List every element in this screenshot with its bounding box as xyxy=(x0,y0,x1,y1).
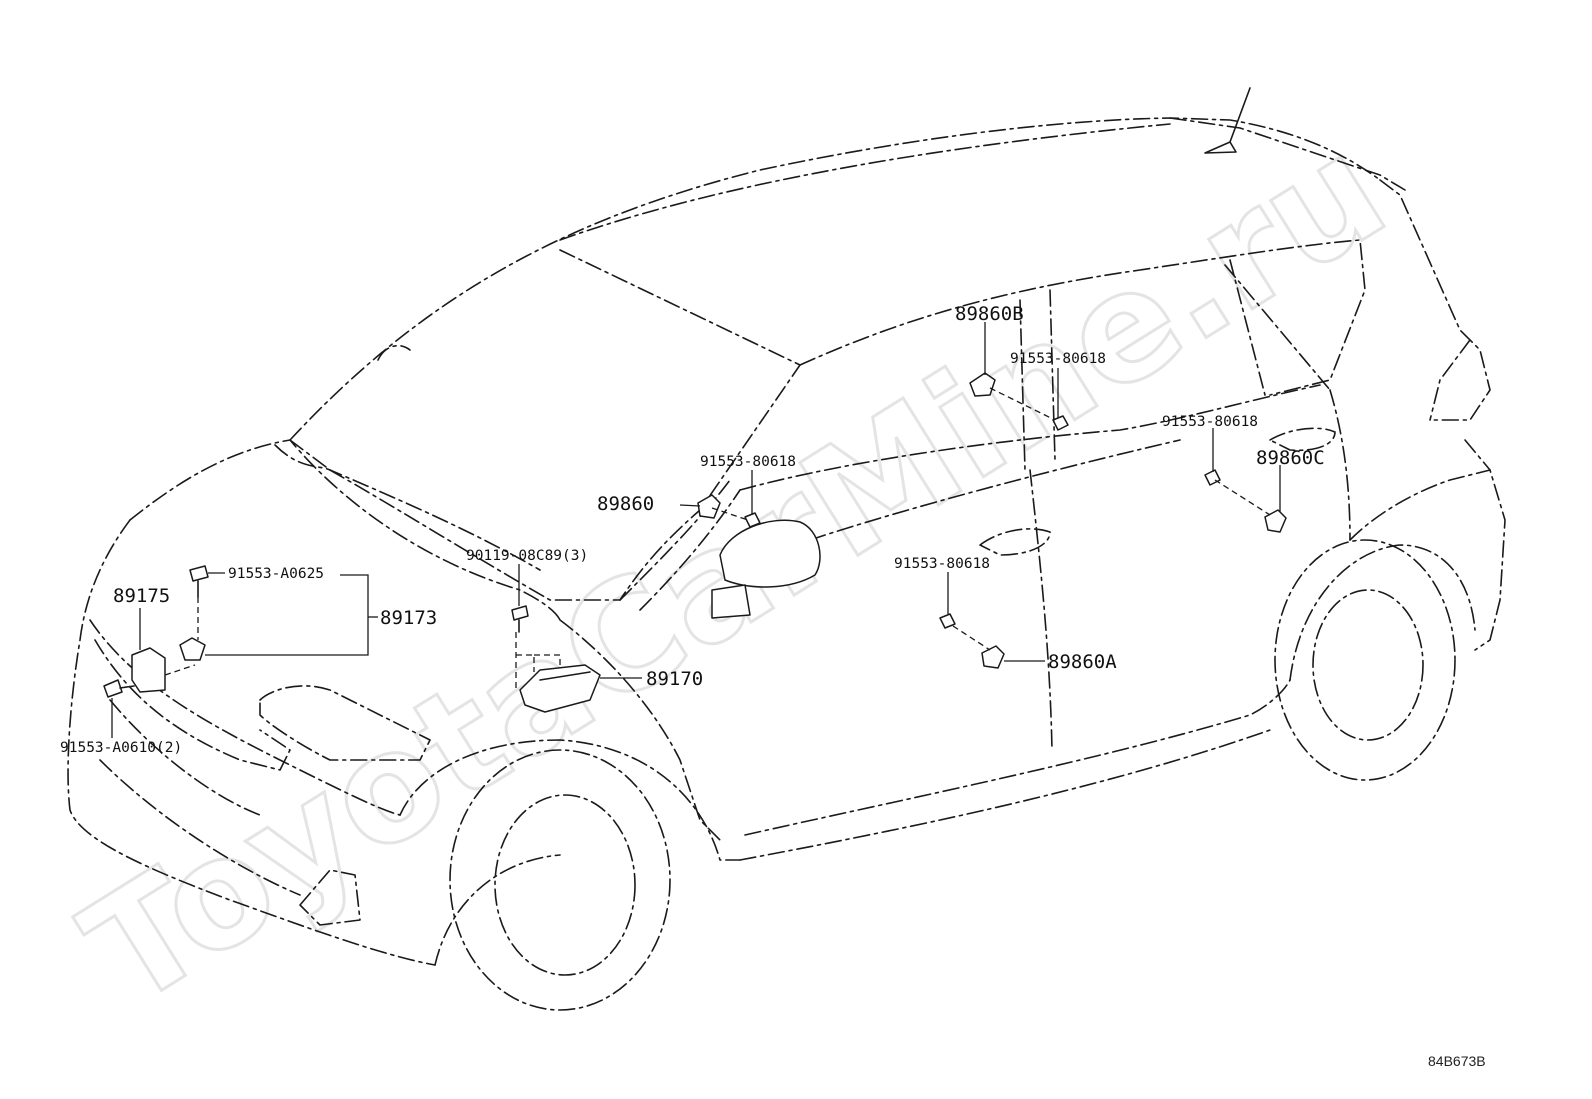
part-89860b-sensor xyxy=(969,372,996,397)
car-body-outline xyxy=(67,87,1506,1011)
label-89170: 89170 xyxy=(646,668,703,690)
label-91553-80618-front: 91553-80618 xyxy=(700,454,796,470)
label-91553-80618-b: 91553-80618 xyxy=(1010,351,1106,367)
diagram-code: 84B673B xyxy=(1428,1053,1486,1069)
label-89860a: 89860A xyxy=(1048,651,1117,673)
label-90119: 90119-08C89(3) xyxy=(466,548,588,564)
label-91553-80618-c: 91553-80618 xyxy=(1162,414,1258,430)
part-89170-airbag-ecu xyxy=(519,664,601,713)
part-bolt-89860b xyxy=(1052,415,1069,431)
part-89860a-sensor xyxy=(981,645,1005,669)
part-bolt-91553-80618-a xyxy=(939,613,956,629)
part-labels: 89860B 91553-80618 91553-80618 89860C 91… xyxy=(60,303,1325,756)
label-89175: 89175 xyxy=(113,585,170,607)
label-89173: 89173 xyxy=(380,607,437,629)
label-91553-80618-a: 91553-80618 xyxy=(894,556,990,572)
label-89860c: 89860C xyxy=(1256,447,1325,469)
part-bolt-90119 xyxy=(511,605,529,633)
label-91553-a0625: 91553-A0625 xyxy=(228,566,324,582)
part-89860-sensor xyxy=(697,494,721,519)
label-91553-a0610: 91553-A0610(2) xyxy=(60,740,182,756)
part-bolt-89860c xyxy=(1204,469,1221,486)
part-89173-bracket xyxy=(179,637,206,661)
part-89860c-sensor xyxy=(1264,509,1287,533)
part-bolt-91553-a0610 xyxy=(103,679,135,698)
part-89175-sensor xyxy=(131,647,166,693)
label-89860: 89860 xyxy=(597,493,654,515)
part-bolt-91553-a0625 xyxy=(189,565,209,598)
leader-lines xyxy=(111,322,1281,738)
label-89860b: 89860B xyxy=(955,303,1024,325)
